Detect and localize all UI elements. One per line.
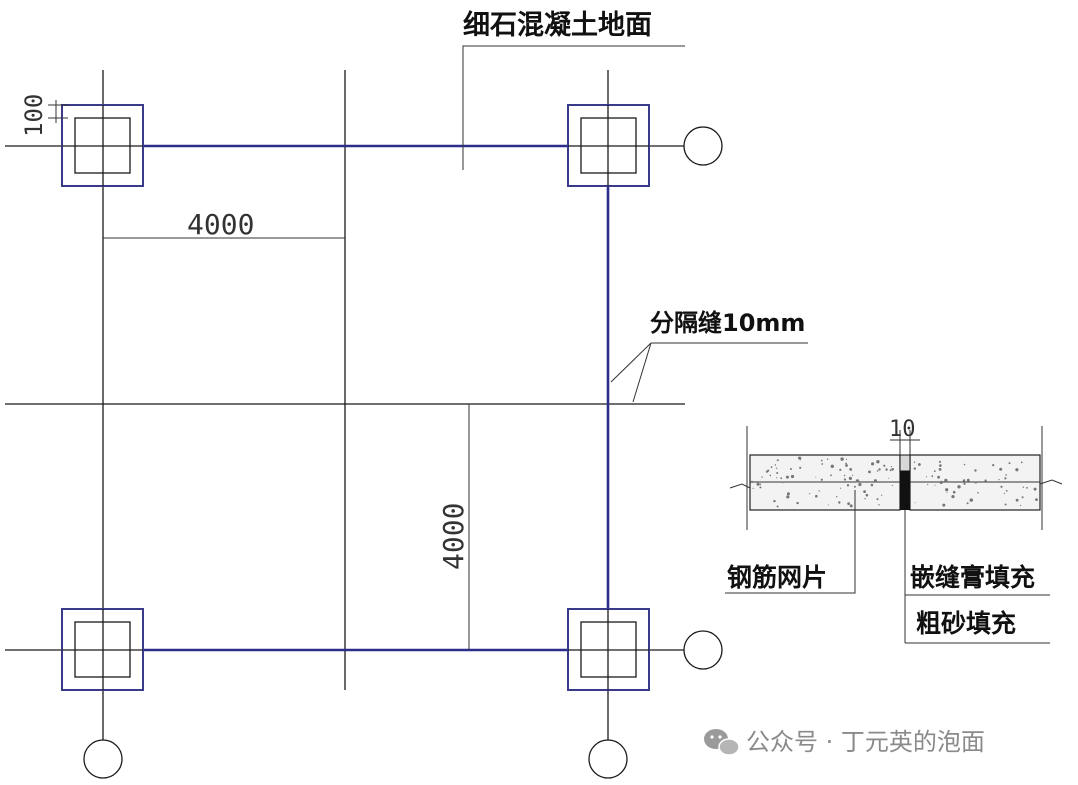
- column-bottom-left: [61, 608, 144, 691]
- dim-grid-v-label: 4000: [437, 503, 470, 570]
- dim-joint-width-label: 10: [889, 417, 916, 442]
- dim-col-offset-label: 100: [20, 94, 48, 137]
- joint-note-leader: 分隔缝10mm: [610, 309, 808, 403]
- dimension-grid-h: 4000: [103, 208, 345, 241]
- separation-joints: [144, 144, 610, 652]
- joint-sealant-fill: [899, 454, 911, 472]
- mesh-label: 钢筋网片: [727, 563, 827, 592]
- watermark: 公众号 · 丁元英的泡面: [704, 728, 985, 756]
- column-bottom-right: [567, 608, 650, 691]
- dimension-col-offset: 100: [20, 94, 68, 137]
- joint-section-detail: 10 钢筋网片 嵌缝膏填充 粗砂填充: [725, 417, 1063, 644]
- joint-note-label: 分隔缝10mm: [650, 309, 805, 337]
- joint-sand-fill: [900, 471, 910, 510]
- column-top-right: [567, 104, 650, 187]
- aggregate-specks: [750, 456, 1038, 508]
- axis-circle-right-top: [683, 126, 723, 166]
- column-top-left: [61, 104, 144, 187]
- floor-title-label: 细石混凝土地面: [463, 9, 652, 41]
- axis-circle-bottom-right: [588, 739, 628, 779]
- sand-label: 粗砂填充: [916, 609, 1016, 638]
- wechat-icon: [704, 729, 740, 756]
- watermark-text: 公众号 · 丁元英的泡面: [746, 728, 985, 756]
- dimension-grid-v: 4000: [437, 404, 470, 650]
- dim-grid-h-label: 4000: [187, 208, 254, 241]
- sealant-label: 嵌缝膏填充: [910, 563, 1035, 592]
- axis-circle-bottom-left: [83, 739, 123, 779]
- floor-title-leader: 细石混凝土地面: [462, 9, 685, 170]
- axis-circle-right-bottom: [683, 630, 723, 670]
